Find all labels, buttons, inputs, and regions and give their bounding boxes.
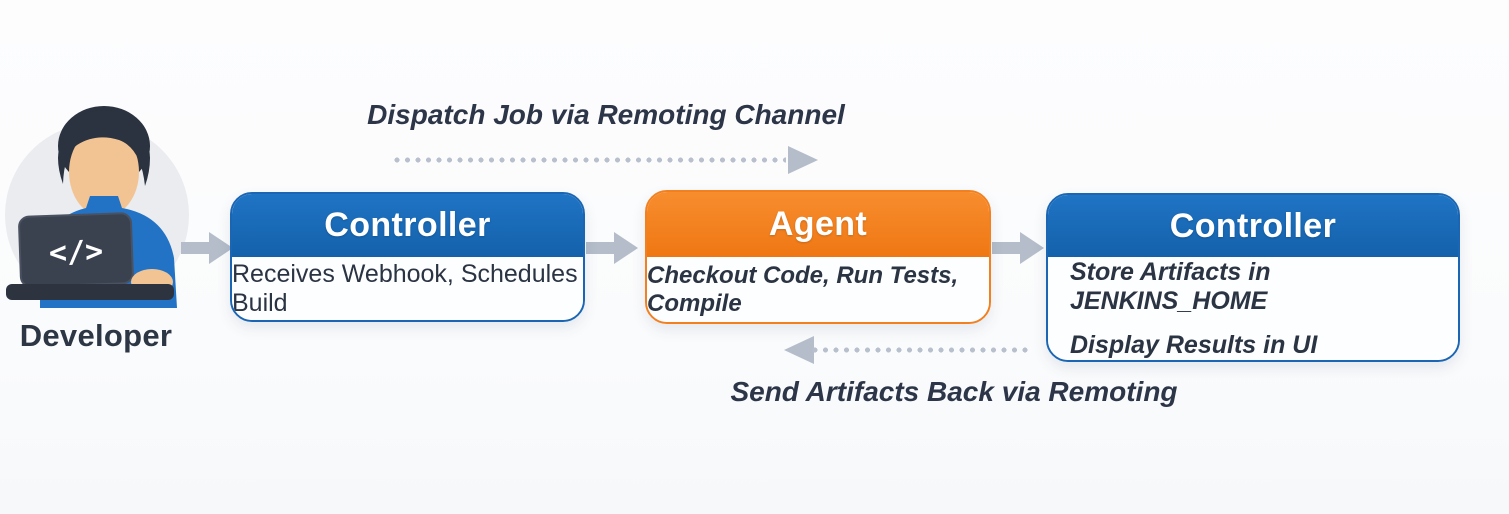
agent-description: Checkout Code, Run Tests, Compile: [647, 261, 959, 317]
controller-1-title: Controller: [324, 206, 491, 244]
controller-2-body: Store Artifacts in JENKINS_HOME Display …: [1048, 257, 1458, 360]
arrow-controller-to-agent: [586, 232, 638, 264]
agent-header: Agent: [647, 192, 989, 257]
laptop-base: [6, 284, 174, 300]
send-artifacts-label: Send Artifacts Back via Remoting: [730, 376, 1178, 407]
laptop-icon: </>: [18, 212, 134, 288]
controller-1-description: Receives Webhook, Schedules Build: [232, 259, 578, 317]
developer-illustration: </>: [5, 106, 189, 308]
controller-1-body: Receives Webhook, Schedules Build: [232, 257, 583, 320]
controller-1-header: Controller: [232, 194, 583, 257]
controller-node-2: Controller Store Artifacts in JENKINS_HO…: [1046, 193, 1460, 362]
controller-2-description-line2: Display Results in UI: [1070, 330, 1318, 359]
developer-label: Developer: [19, 318, 173, 353]
dispatch-arrowhead-icon: [788, 146, 818, 174]
controller-2-description-line1: Store Artifacts in JENKINS_HOME: [1070, 257, 1271, 315]
agent-node: Agent Checkout Code, Run Tests, Compile: [645, 190, 991, 324]
developer-hair-front: [58, 110, 150, 186]
code-icon: </>: [48, 234, 103, 271]
agent-body: Checkout Code, Run Tests, Compile: [647, 257, 989, 322]
return-arrowhead-icon: [784, 336, 814, 364]
arrow-agent-to-controller: [992, 232, 1044, 264]
dispatch-dotted-line: [394, 157, 786, 163]
agent-title: Agent: [768, 205, 868, 243]
return-dotted-line: [812, 347, 1030, 353]
controller-2-header: Controller: [1048, 195, 1458, 257]
controller-node-1: Controller Receives Webhook, Schedules B…: [230, 192, 585, 322]
dispatch-job-label: Dispatch Job via Remoting Channel: [367, 99, 845, 130]
arrow-developer-to-controller: [181, 232, 233, 264]
developer-face: [69, 127, 139, 217]
controller-2-title: Controller: [1169, 206, 1337, 245]
